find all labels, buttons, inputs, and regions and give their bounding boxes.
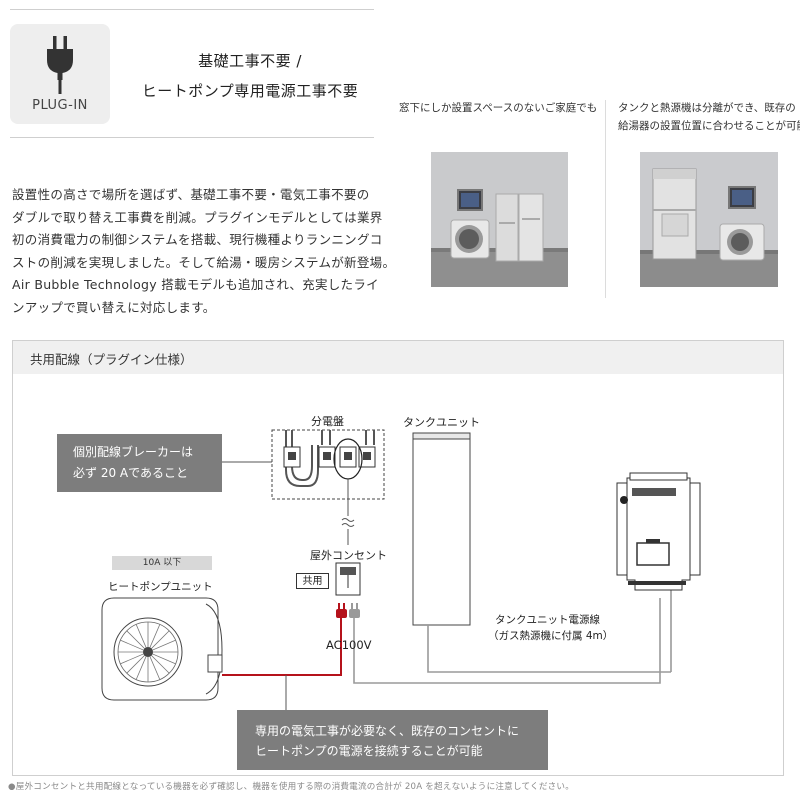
photo-separator: [605, 100, 606, 298]
description-line: Air Bubble Technology 搭載モデルも追加され、充実したライ: [12, 277, 379, 292]
red-plug: [336, 603, 347, 618]
header-divider: [10, 137, 374, 138]
installation-photo-window: [431, 152, 568, 287]
bottom-note-line-1: 専用の電気工事が必要なく、既存のコンセントに: [255, 724, 520, 738]
description-line: 初の消費電力の制御システムを搭載、現行機種よりランニングコ: [12, 232, 383, 247]
wiring-diagram-title: 共用配線（プラグイン仕様）: [30, 352, 193, 367]
wiring-diagram: [12, 340, 784, 776]
plug-icon: [47, 36, 73, 94]
description-line: ストの削減を実現しました。そして給湯・暖房システムが新登場。: [12, 254, 396, 270]
heat-pump-current-badge: 10A 以下: [112, 556, 212, 570]
tank-cable-label-line-1: タンクユニット電源線: [495, 614, 600, 626]
wiring-diagram-header: [13, 341, 783, 374]
bottom-note-line-2: ヒートポンプの電源を接続することが可能: [255, 744, 483, 758]
installation-photo-separate: [640, 152, 778, 287]
voltage-label: AC100V: [326, 638, 372, 652]
breaker-note-line-1: 個別配線ブレーカーは: [73, 445, 194, 459]
description-line: ダブルで取り替え工事費を削減。プラグインモデルとしては業界: [12, 209, 383, 225]
shared-label: 共用: [296, 573, 329, 589]
plug-in-badge: PLUG-IN: [10, 24, 110, 124]
tank-cable-label-line-2: （ガス熱源機に付属 4m）: [488, 630, 614, 642]
badge-label: PLUG-IN: [32, 98, 88, 113]
photo1-caption: 窓下にしか設置スペースのないご家庭でも: [399, 102, 598, 114]
tank-unit: [412, 432, 471, 626]
gray-plug: [349, 603, 360, 618]
footnote: ●屋外コンセントと共用配線となっている機器を必ず確認し、機器を使用する際の消費電…: [8, 782, 575, 792]
outdoor-outlet-label: 屋外コンセント: [310, 549, 387, 562]
breaker-note: 個別配線ブレーカーは 必ず 20 Aであること: [57, 434, 222, 492]
heat-pump-label: ヒートポンプユニット: [108, 581, 213, 593]
gas-water-heater: [616, 472, 701, 591]
description: 設置性の高さで場所を選ばず、基礎工事不要・電気工事不要の ダブルで取り替え工事費…: [12, 184, 396, 319]
panel-label: 分電盤: [311, 415, 344, 428]
bottom-note: 専用の電気工事が必要なく、既存のコンセントに ヒートポンプの電源を接続することが…: [237, 710, 548, 770]
description-line: 設置性の高さで場所を選ばず、基礎工事不要・電気工事不要の: [12, 187, 370, 202]
heat-pump-unit: [101, 597, 223, 701]
headline-line-1: 基礎工事不要 /: [198, 52, 302, 70]
description-line: ンアップで買い替えに対応します。: [12, 299, 216, 315]
tank-unit-label: タンクユニット: [403, 416, 480, 429]
photo2-caption-line-2: 給湯器の設置位置に合わせることが可能: [618, 120, 800, 132]
breaker-note-line-2: 必ず 20 Aであること: [73, 466, 188, 480]
headline-line-2: ヒートポンプ専用電源工事不要: [141, 82, 359, 100]
photo2-caption-line-1: タンクと熱源機は分離ができ、既存の: [618, 102, 796, 114]
top-divider: [10, 9, 374, 10]
distribution-board: [271, 429, 385, 500]
outdoor-outlet: [335, 562, 361, 596]
